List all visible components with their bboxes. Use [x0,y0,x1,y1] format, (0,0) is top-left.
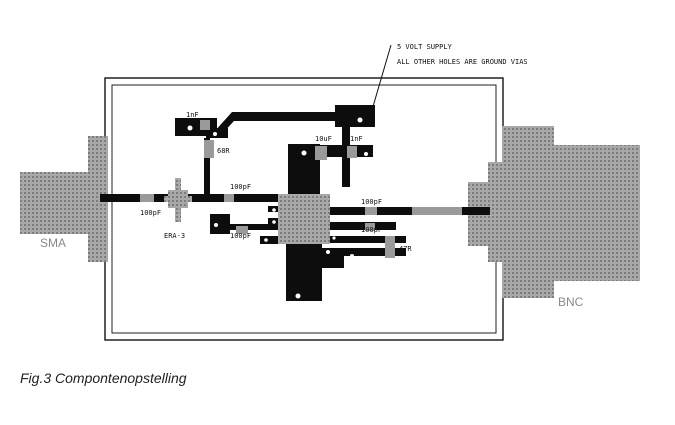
label-10uf: 10uF [315,135,332,143]
supply-annotation: 5 VOLT SUPPLY [397,43,453,51]
label-1nf-left: 1nF [186,111,199,119]
label-47r: 47R [399,245,412,253]
ground-annotation: ALL OTHER HOLES ARE GROUND VIAS [397,58,528,66]
sma-connector [20,136,108,262]
amplifier-body [278,194,330,244]
label-1nf-right: 1nF [350,135,363,143]
label-100pf-mid: 100pF [230,183,251,191]
bnc-label: BNC [558,295,584,309]
label-68r: 68R [217,147,230,155]
bnc-connector [468,126,640,298]
sma-label: SMA [40,236,66,250]
label-era3: ERA-3 [164,232,185,240]
label-100pf-output: 100pF [361,198,382,206]
supply-callout-line [371,44,392,111]
figure-caption: Fig.3 Compontenopstelling [20,370,187,386]
label-100pf-input: 100pF [140,209,161,217]
label-100pf-lower: 100pF [230,232,251,240]
label-100pf-bottom: 100pF [361,226,382,234]
vias [187,117,392,299]
component-pads [140,120,462,258]
